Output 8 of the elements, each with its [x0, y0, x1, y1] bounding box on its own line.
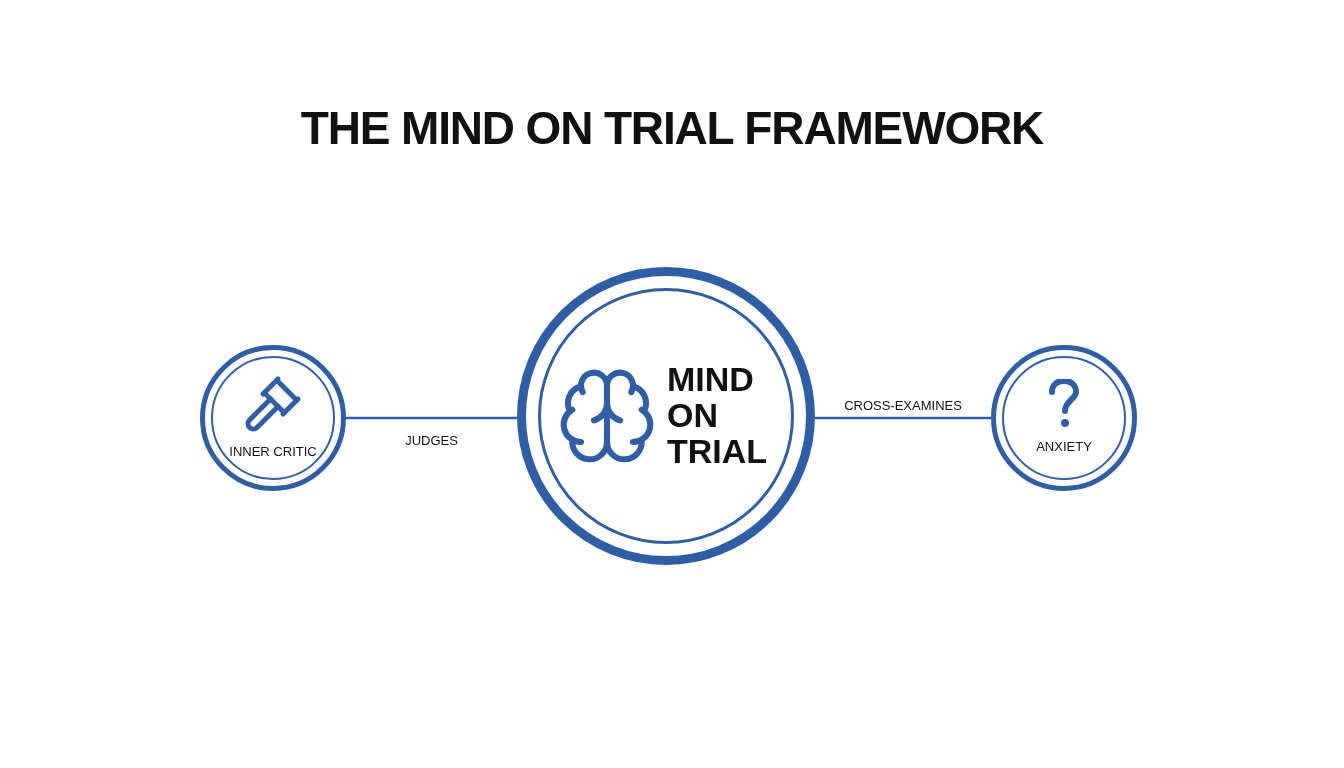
title: THE MIND ON TRIAL FRAMEWORK — [299, 101, 1045, 156]
node-label: MIND ON TRIAL — [667, 362, 769, 470]
edge-label: JUDGES — [405, 432, 458, 450]
node-label: INNER CRITIC — [229, 443, 317, 462]
connector-line — [346, 416, 517, 420]
edge-label: CROSS-EXAMINES — [844, 397, 962, 415]
node-label: ANXIETY — [1036, 438, 1092, 457]
connector-line — [815, 416, 991, 420]
